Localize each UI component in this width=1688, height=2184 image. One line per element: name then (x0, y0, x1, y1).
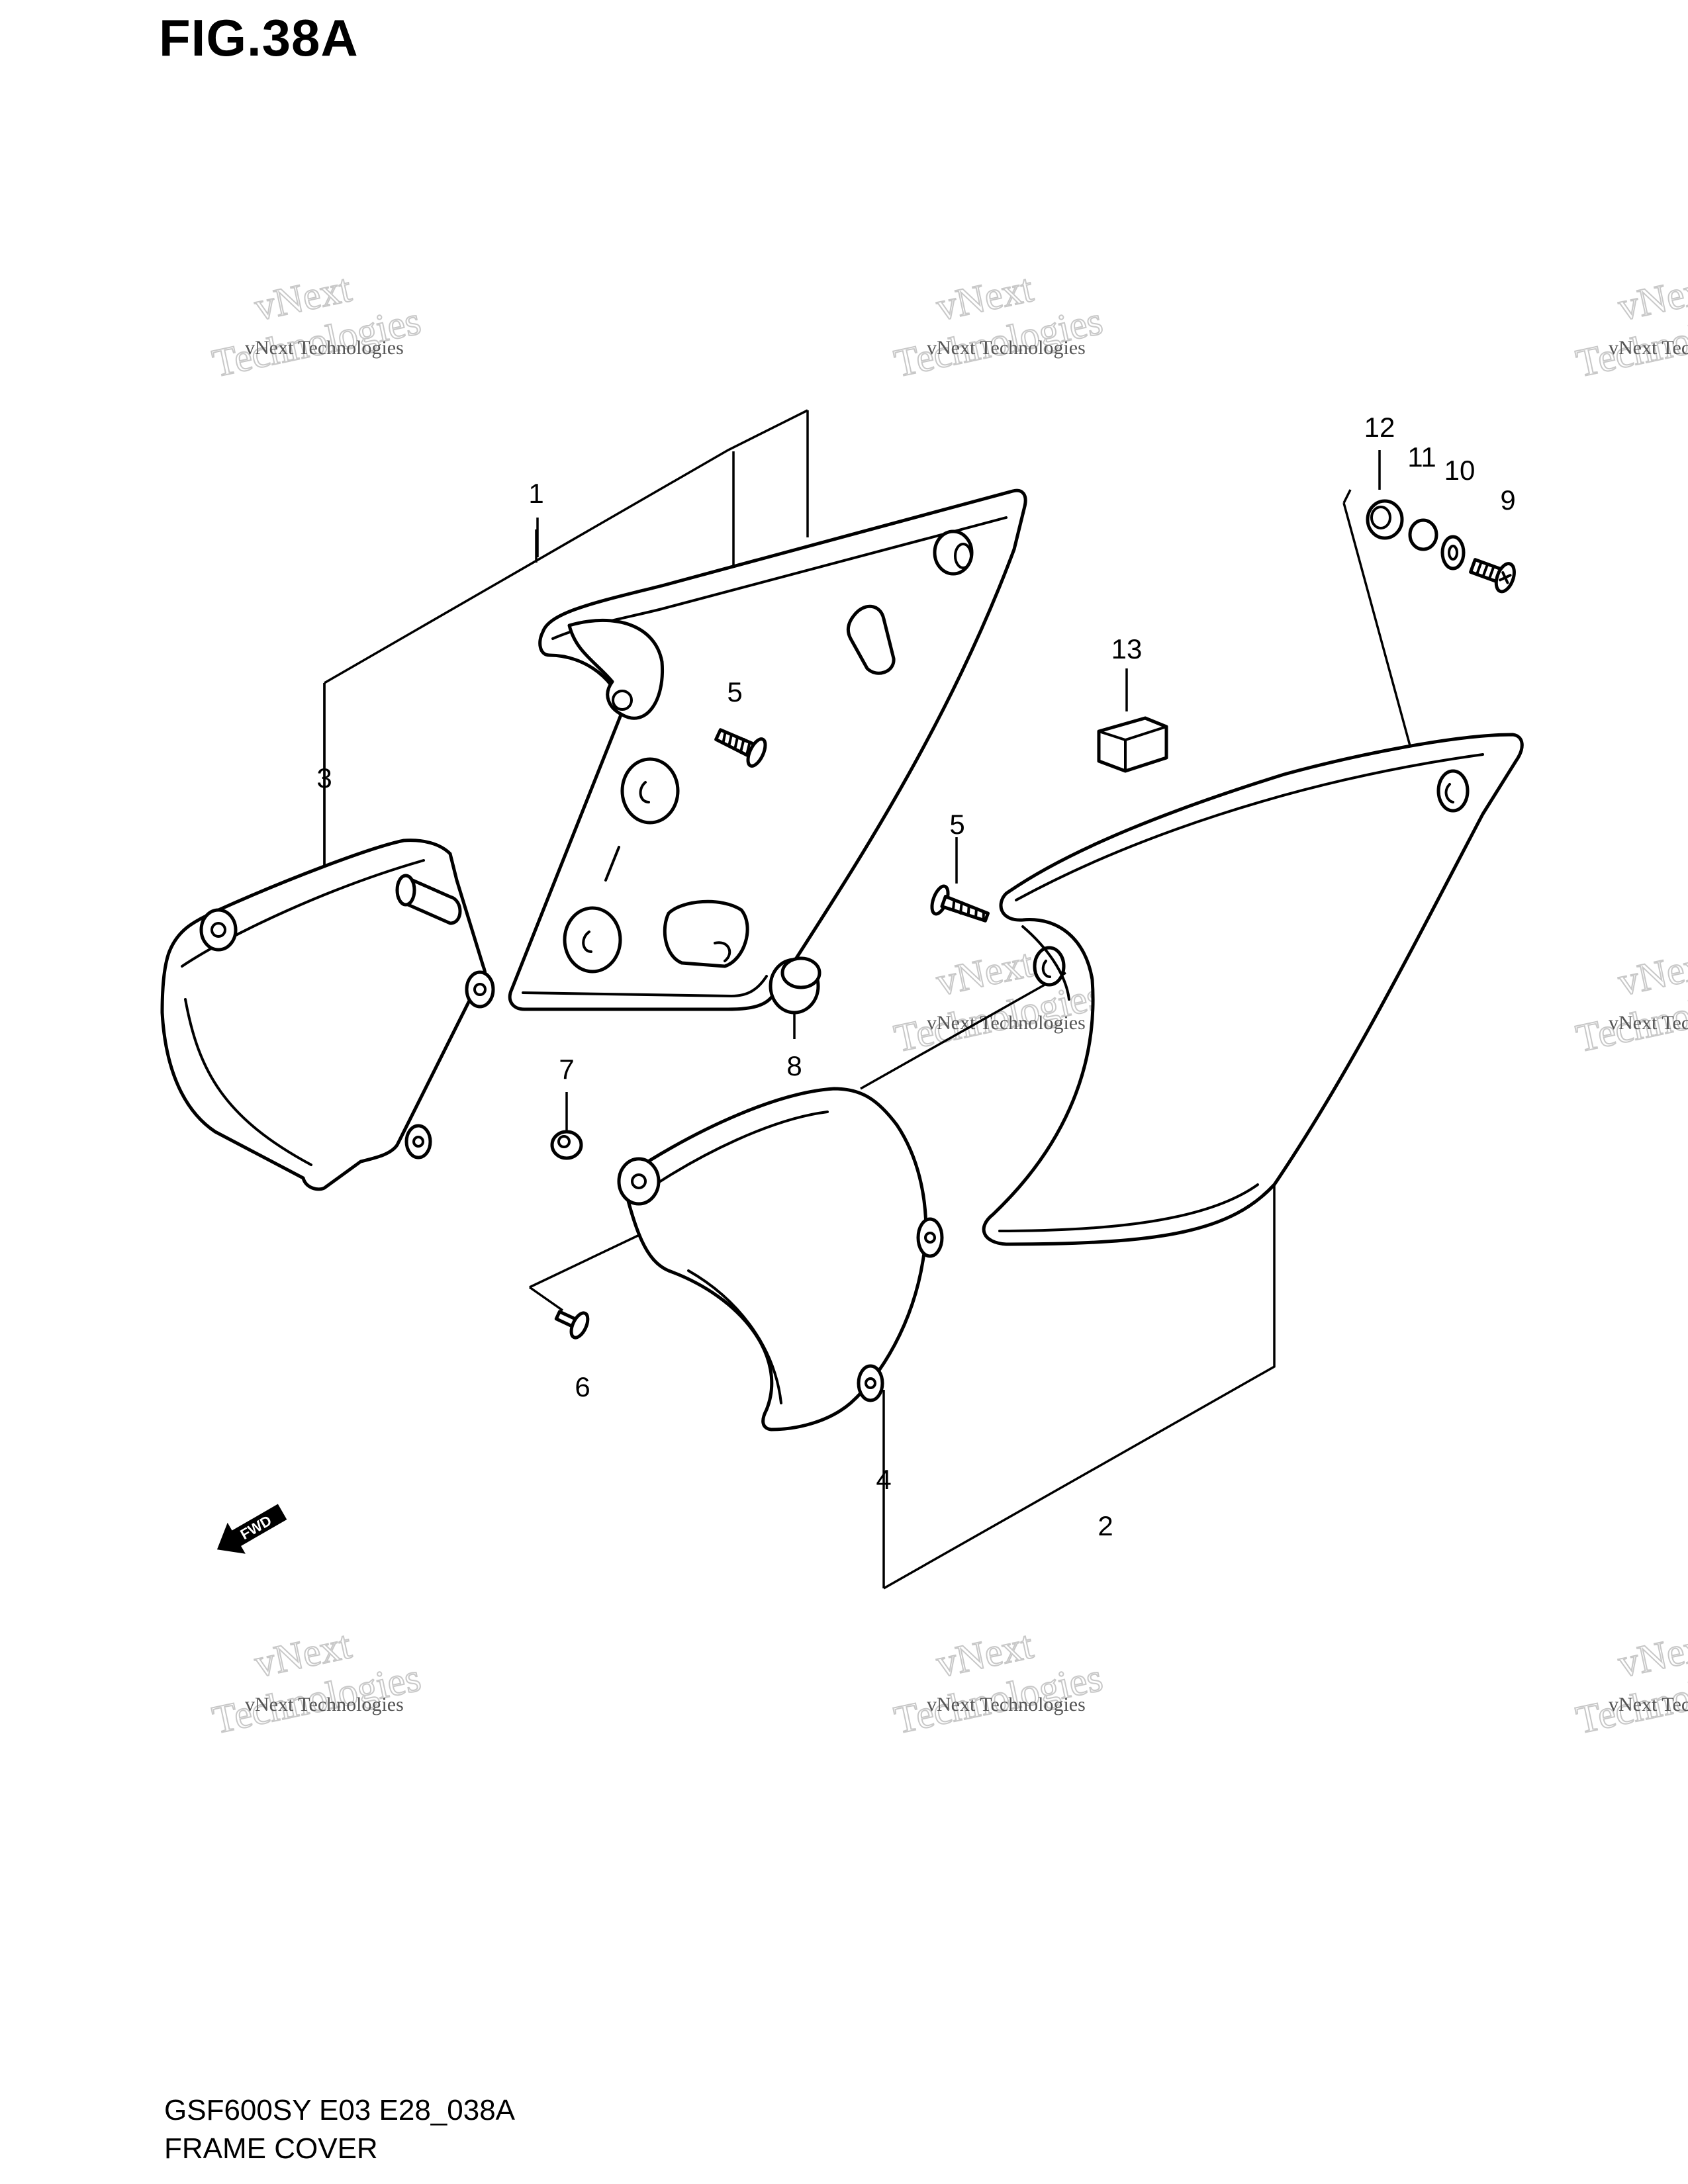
watermark-bottom-left: vNext Technologies vNext Technologies (208, 1622, 425, 1743)
frame-cover-large (982, 733, 1524, 1246)
leader-part-2 (882, 1138, 1276, 1590)
frame-cover-bracket (160, 839, 495, 1191)
grommet-part-12 (1366, 499, 1404, 540)
watermark-small: vNext Technologies (245, 337, 404, 359)
bolt-part-9 (1469, 558, 1516, 594)
leader-part-1-bracket-path (324, 409, 808, 684)
watermark-small: vNext Technologies (1609, 1694, 1688, 1715)
watermark-small: vNext Technologies (927, 1012, 1086, 1034)
watermark-small: vNext Technologies (1609, 337, 1688, 359)
callout-7: 7 (559, 1054, 574, 1085)
frame-cover-lower (617, 1087, 944, 1432)
watermark-bottom-center: vNext Technologies vNext Technologies (890, 1622, 1107, 1743)
callout-11: 11 (1407, 441, 1436, 473)
leader-part-4-to-2 (860, 972, 1066, 1090)
figure-title: FIG.38A (159, 9, 359, 67)
watermark-small: vNext Technologies (1609, 1012, 1688, 1034)
collar-part-11 (1408, 518, 1438, 551)
watermark-line1: vNext (1615, 941, 1688, 1004)
screw-upper (714, 728, 767, 768)
watermark-line1: vNext (1615, 1623, 1688, 1686)
callout-1: 1 (528, 478, 543, 509)
callout-3: 3 (316, 762, 332, 794)
callout-8: 8 (786, 1050, 802, 1081)
callout-10: 10 (1444, 455, 1476, 486)
watermark-small: vNext Technologies (927, 1694, 1086, 1715)
watermark-top-left: vNext Technologies vNext Technologies (208, 265, 425, 386)
cushion-part-13 (1097, 716, 1168, 773)
callout-9: 9 (1500, 484, 1515, 516)
callout-4: 4 (876, 1464, 891, 1495)
callout-12: 12 (1364, 412, 1395, 443)
watermark-top-right: vNext Technologies vNext Technologies (1571, 265, 1688, 386)
screw-lower (930, 884, 990, 923)
callout-2: 2 (1098, 1510, 1113, 1541)
callout-13: 13 (1111, 633, 1143, 664)
callout-5-upper: 5 (727, 676, 742, 707)
callout-6: 6 (575, 1371, 590, 1402)
figure-name: FRAME COVER (164, 2132, 378, 2165)
watermark-top-center: vNext Technologies vNext Technologies (890, 265, 1107, 386)
figure-code: GSF600SY E03 E28_038A (164, 2094, 516, 2126)
fwd-arrow-icon: FWD (216, 1504, 287, 1554)
watermark-small: vNext Technologies (927, 337, 1086, 359)
watermark-small: vNext Technologies (245, 1694, 404, 1715)
watermark-mid-center: vNext Technologies vNext Technologies (890, 940, 1107, 1061)
watermark-line1: vNext (1615, 266, 1688, 329)
callout-5-lower: 5 (949, 809, 964, 840)
nut-part-7 (550, 1130, 583, 1160)
callout-numbers: 1 2 3 4 5 5 6 7 8 9 10 11 12 13 (316, 412, 1515, 1541)
grommet-part-8 (769, 956, 821, 1015)
watermark-mid-right: vNext Technologies vNext Technologies (1571, 940, 1688, 1061)
frame-cover-panel (508, 488, 1027, 1011)
washer-part-10 (1440, 535, 1466, 570)
screw-part-6 (554, 1310, 590, 1340)
watermark-bottom-right: vNext Technologies vNext Technologies (1571, 1622, 1688, 1743)
